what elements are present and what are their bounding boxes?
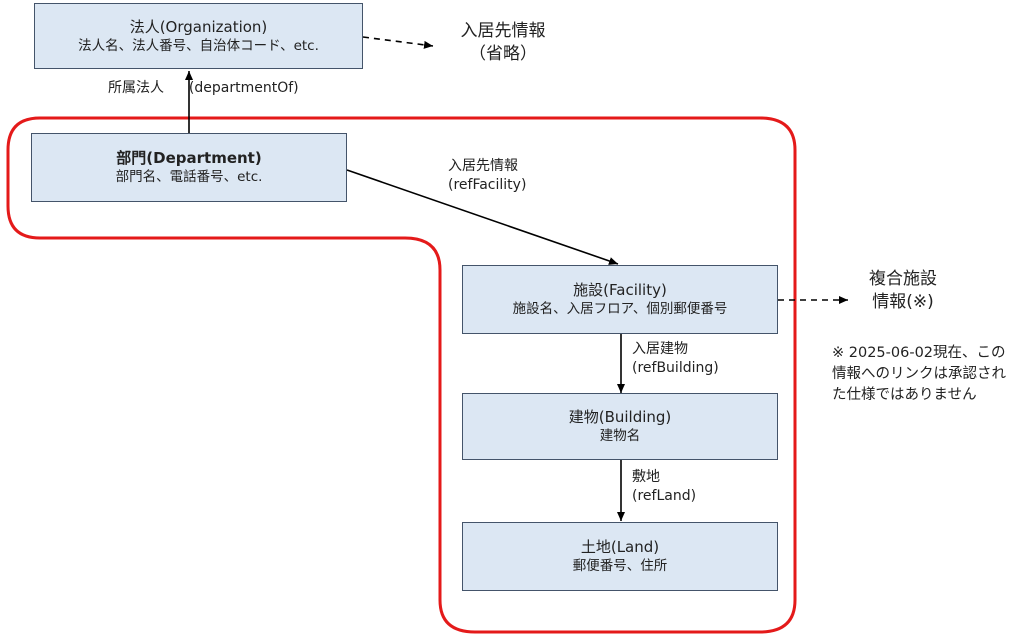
department-of-label: 所属法人 (departmentOf) xyxy=(108,80,299,96)
building-subtitle: 建物名 xyxy=(599,428,641,444)
land-box: 土地(Land) 郵便番号、住所 xyxy=(462,522,778,591)
composite-facility-label: 複合施設 情報(※) xyxy=(869,269,937,312)
facility-box: 施設(Facility) 施設名、入居フロア、個別郵便番号 xyxy=(462,265,778,334)
building-title: 建物(Building) xyxy=(568,408,672,426)
land-subtitle: 郵便番号、住所 xyxy=(572,558,668,574)
organization-title: 法人(Organization) xyxy=(129,17,268,36)
arrow-org-residence-dashed xyxy=(362,36,434,49)
ref-land-label: 敷地 (refLand) xyxy=(632,469,697,504)
department-title: 部門(Department) xyxy=(116,149,262,167)
building-box: 建物(Building) 建物名 xyxy=(462,393,778,460)
facility-title: 施設(Facility) xyxy=(573,281,667,299)
ref-building-label: 入居建物 (refBuilding) xyxy=(632,341,719,376)
department-box: 部門(Department) 部門名、電話番号、etc. xyxy=(31,133,347,202)
arrow-ref-facility xyxy=(346,169,619,265)
highlight-outline xyxy=(6,116,797,634)
residence-info-label: 入居先情報 （省略） xyxy=(460,21,546,64)
facility-subtitle: 施設名、入居フロア、個別郵便番号 xyxy=(512,301,728,317)
ref-facility-label: 入居先情報 (refFacility) xyxy=(448,158,527,193)
land-title: 土地(Land) xyxy=(580,538,660,556)
organization-subtitle: 法人名、法人番号、自治体コード、etc. xyxy=(78,37,319,54)
organization-box: 法人(Organization) 法人名、法人番号、自治体コード、etc. xyxy=(34,3,363,69)
department-subtitle: 部門名、電話番号、etc. xyxy=(115,169,263,185)
spec-note: ※ 2025-06-02現在、この情報へのリンクは承認された仕様ではありません xyxy=(832,345,1006,403)
